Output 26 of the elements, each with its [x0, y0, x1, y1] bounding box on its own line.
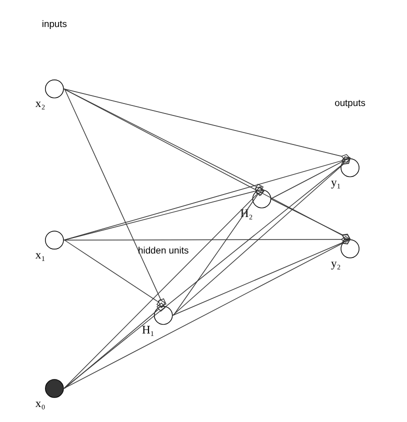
label: hidden units	[138, 244, 189, 256]
connector	[172, 238, 351, 316]
connector	[64, 240, 166, 308]
connector	[63, 156, 351, 240]
node-circle	[45, 379, 64, 398]
connector	[270, 156, 351, 200]
node-circle	[45, 79, 64, 98]
node-label: x₂	[35, 97, 46, 110]
connector	[64, 302, 166, 389]
node-circle	[45, 230, 64, 250]
node-label: x₁	[35, 248, 46, 262]
node-label: H₁	[142, 324, 154, 337]
connector	[63, 158, 351, 389]
connector	[172, 158, 351, 316]
node-label: y₁	[331, 176, 341, 190]
node-label: y₂	[331, 257, 341, 270]
label: inputs	[42, 18, 67, 29]
node-circle	[154, 306, 173, 325]
connector	[63, 238, 351, 389]
connector	[63, 88, 351, 161]
connector	[63, 88, 351, 240]
node-label: x₀	[35, 396, 46, 410]
connector	[270, 198, 351, 240]
connector	[64, 88, 166, 307]
connector	[63, 236, 351, 243]
label: outputs	[334, 96, 366, 108]
